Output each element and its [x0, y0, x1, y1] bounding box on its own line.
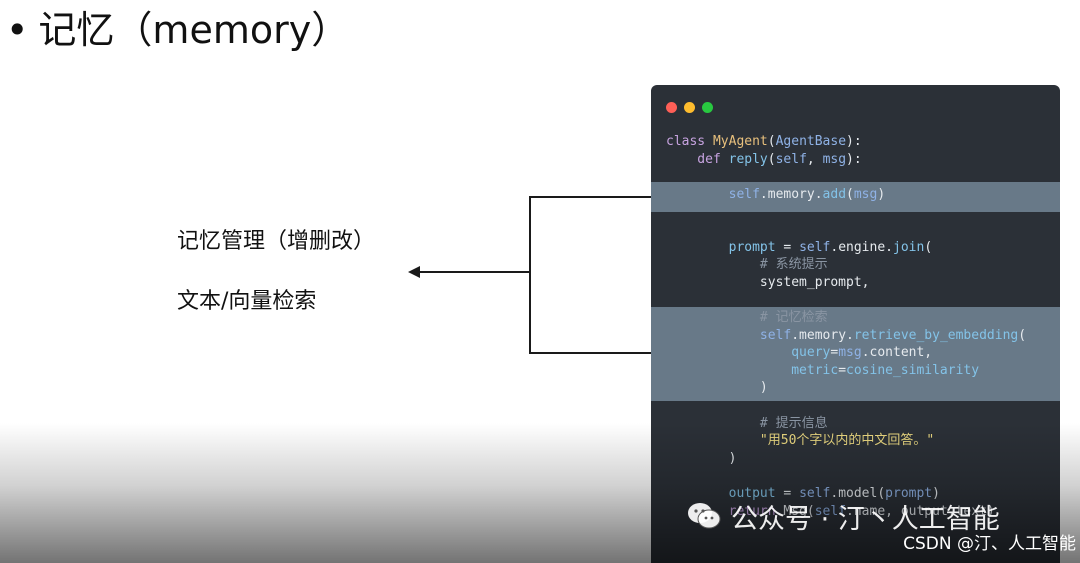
code-line: # 系统提示	[666, 256, 828, 274]
slide-title: •记忆（memory）	[6, 6, 349, 54]
code-line: output = self.model(prompt)	[666, 485, 940, 503]
code-token: (	[924, 239, 933, 255]
code-token: class	[666, 134, 713, 149]
code-token: =	[830, 345, 839, 361]
code-token: ):	[846, 134, 862, 149]
code-token: MyAgent	[712, 134, 768, 149]
code-token: join	[893, 239, 925, 255]
code-line: "用50个字以内的中文回答。"	[666, 432, 934, 450]
code-token: "用50个字以内的中文回答。"	[666, 433, 935, 449]
retrieval-label: 文本/向量检索	[177, 289, 317, 314]
code-line: self.memory.add(msg)	[666, 186, 886, 204]
code-token: reply	[728, 151, 768, 167]
code-token: (	[1018, 327, 1027, 343]
code-token: (	[846, 186, 854, 202]
bracket-connector	[408, 196, 651, 354]
maximize-dot-icon	[702, 102, 713, 113]
code-token: system_prompt,	[666, 274, 870, 290]
code-token: self	[666, 327, 792, 343]
code-token: # 提示信息	[666, 415, 828, 431]
code-line: # 记忆检索	[666, 309, 828, 327]
minimize-dot-icon	[684, 102, 695, 113]
wechat-watermark-text: 公众号 · 汀丶人工智能	[731, 504, 1000, 535]
code-token: retrieve_by_embedding	[853, 327, 1019, 343]
slide-title-text: 记忆（memory）	[38, 8, 350, 52]
arrow-left-icon	[408, 266, 420, 278]
code-token: cosine_similarity	[846, 362, 980, 378]
code-line: # 提示信息	[666, 415, 828, 433]
code-token: )	[666, 450, 737, 466]
code-line: query=msg.content,	[666, 344, 932, 362]
close-dot-icon	[666, 102, 677, 113]
code-token: msg	[822, 151, 847, 167]
code-token: .engine.	[830, 239, 893, 255]
code-token: (	[767, 151, 776, 167]
code-token: msg	[853, 186, 878, 202]
code-token: metric	[666, 362, 839, 378]
code-token: output	[666, 486, 784, 501]
code-token: # 系统提示	[666, 257, 828, 273]
code-token: self	[799, 239, 831, 255]
code-token: msg	[838, 345, 862, 361]
code-window: class MyAgent(AgentBase): def reply(self…	[651, 85, 1060, 563]
code-token: # 记忆检索	[666, 310, 828, 325]
code-token: self	[799, 486, 831, 501]
code-line: def reply(self, msg):	[666, 151, 862, 169]
code-line: system_prompt,	[666, 274, 870, 292]
code-token: =	[783, 239, 800, 255]
code-token: self	[666, 186, 760, 202]
code-token: ):	[846, 151, 862, 167]
code-token: .memory.	[759, 186, 823, 202]
wechat-icon	[687, 502, 721, 539]
code-token: AgentBase	[775, 134, 847, 149]
code-line: metric=cosine_similarity	[666, 362, 979, 380]
code-token: query	[666, 345, 831, 361]
wechat-watermark: 公众号 · 汀丶人工智能	[687, 502, 1000, 539]
code-line: self.memory.retrieve_by_embedding(	[666, 327, 1026, 345]
code-token: .model(	[830, 486, 886, 501]
code-token: )	[877, 186, 886, 202]
window-controls	[666, 98, 720, 117]
code-token: )	[666, 380, 768, 396]
code-token: self	[775, 151, 807, 167]
code-token: =	[783, 486, 800, 501]
bracket-lines	[418, 196, 651, 354]
code-line: prompt = self.engine.join(	[666, 239, 933, 257]
csdn-watermark: CSDN @汀、人工智能	[903, 534, 1076, 554]
code-token: ,	[806, 151, 823, 167]
code-token: (	[767, 134, 776, 149]
bullet-glyph: •	[6, 8, 29, 52]
highlight-memory-add	[651, 182, 1060, 212]
code-token: def	[666, 151, 729, 167]
memory-management-label: 记忆管理（增删改）	[177, 229, 376, 254]
code-token: .content,	[861, 345, 933, 361]
code-line: )	[666, 379, 768, 397]
highlight-memory-retrieve	[651, 307, 1060, 401]
code-token: .memory.	[791, 327, 854, 343]
code-line: )	[666, 450, 737, 468]
code-line: class MyAgent(AgentBase):	[666, 133, 862, 151]
code-token: add	[822, 186, 847, 202]
code-token: prompt	[885, 486, 933, 501]
code-token: =	[838, 362, 847, 378]
code-token: prompt	[666, 239, 784, 255]
code-token: )	[932, 486, 940, 501]
